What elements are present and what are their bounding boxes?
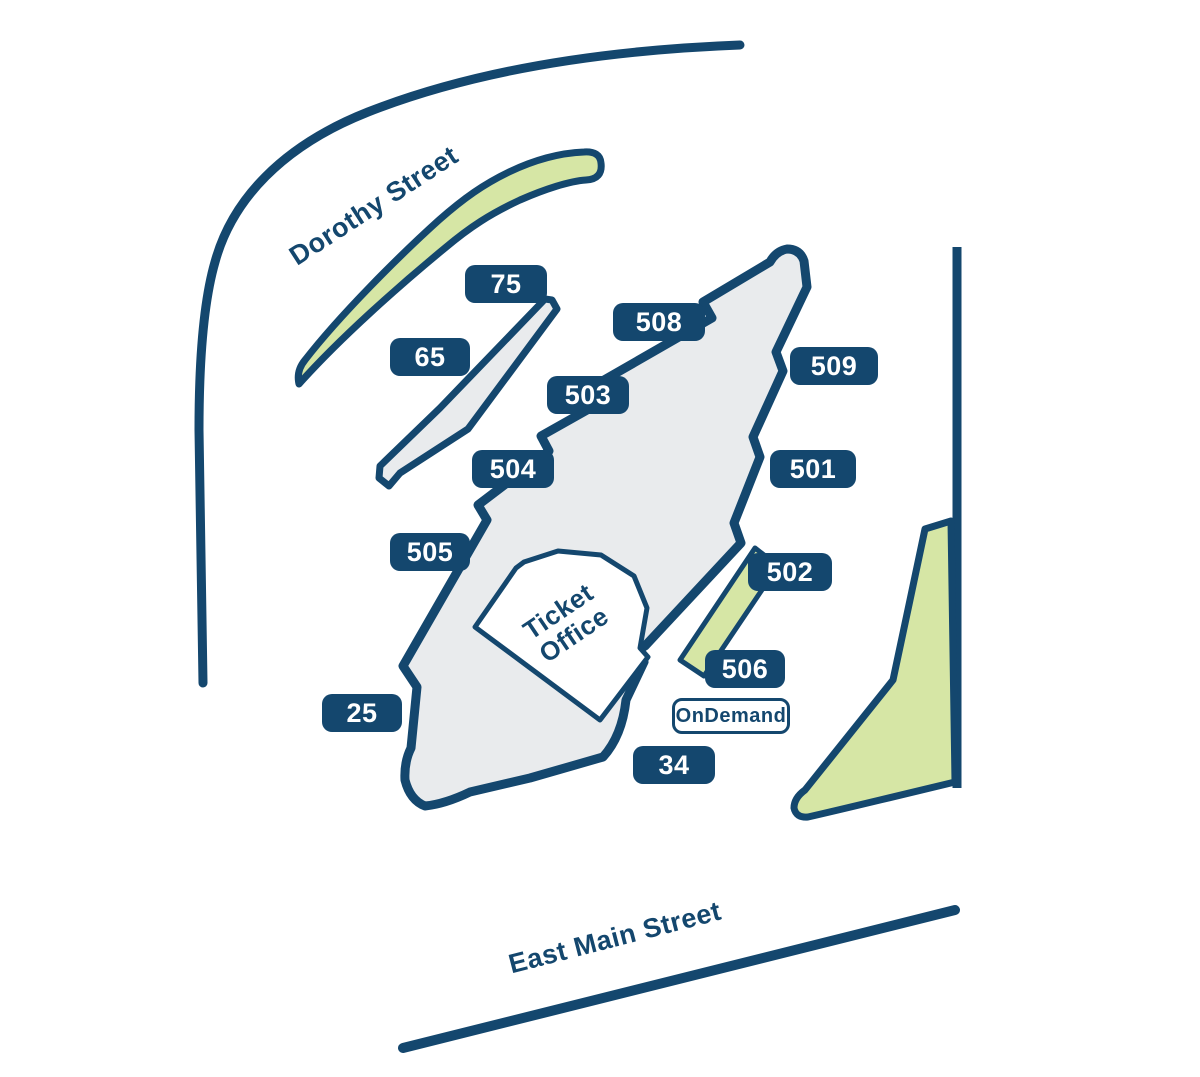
bay-badge-505: 505 (390, 533, 470, 571)
ondemand-badge: OnDemand (672, 698, 790, 734)
bay-badge-75: 75 (465, 265, 547, 303)
dorothy-street-median (294, 148, 605, 388)
bay-badge-34: 34 (633, 746, 715, 784)
bay-badge-25: 25 (322, 694, 402, 732)
ticket-office-building (472, 548, 651, 723)
main-platform (398, 244, 812, 811)
east-main-street-line (398, 905, 960, 1053)
bay-badge-506: 506 (705, 650, 785, 688)
green-area-right (790, 517, 959, 821)
bay-badge-508: 508 (613, 303, 705, 341)
platform-island-small (375, 295, 561, 490)
bay-badge-509: 509 (790, 347, 878, 385)
bay-badge-501: 501 (770, 450, 856, 488)
bay-badge-502: 502 (748, 553, 832, 591)
dorothy-street-curve-line (194, 40, 745, 688)
bay-badge-65: 65 (390, 338, 470, 376)
bay-badge-504: 504 (472, 450, 554, 488)
bay-badge-503: 503 (547, 376, 629, 414)
